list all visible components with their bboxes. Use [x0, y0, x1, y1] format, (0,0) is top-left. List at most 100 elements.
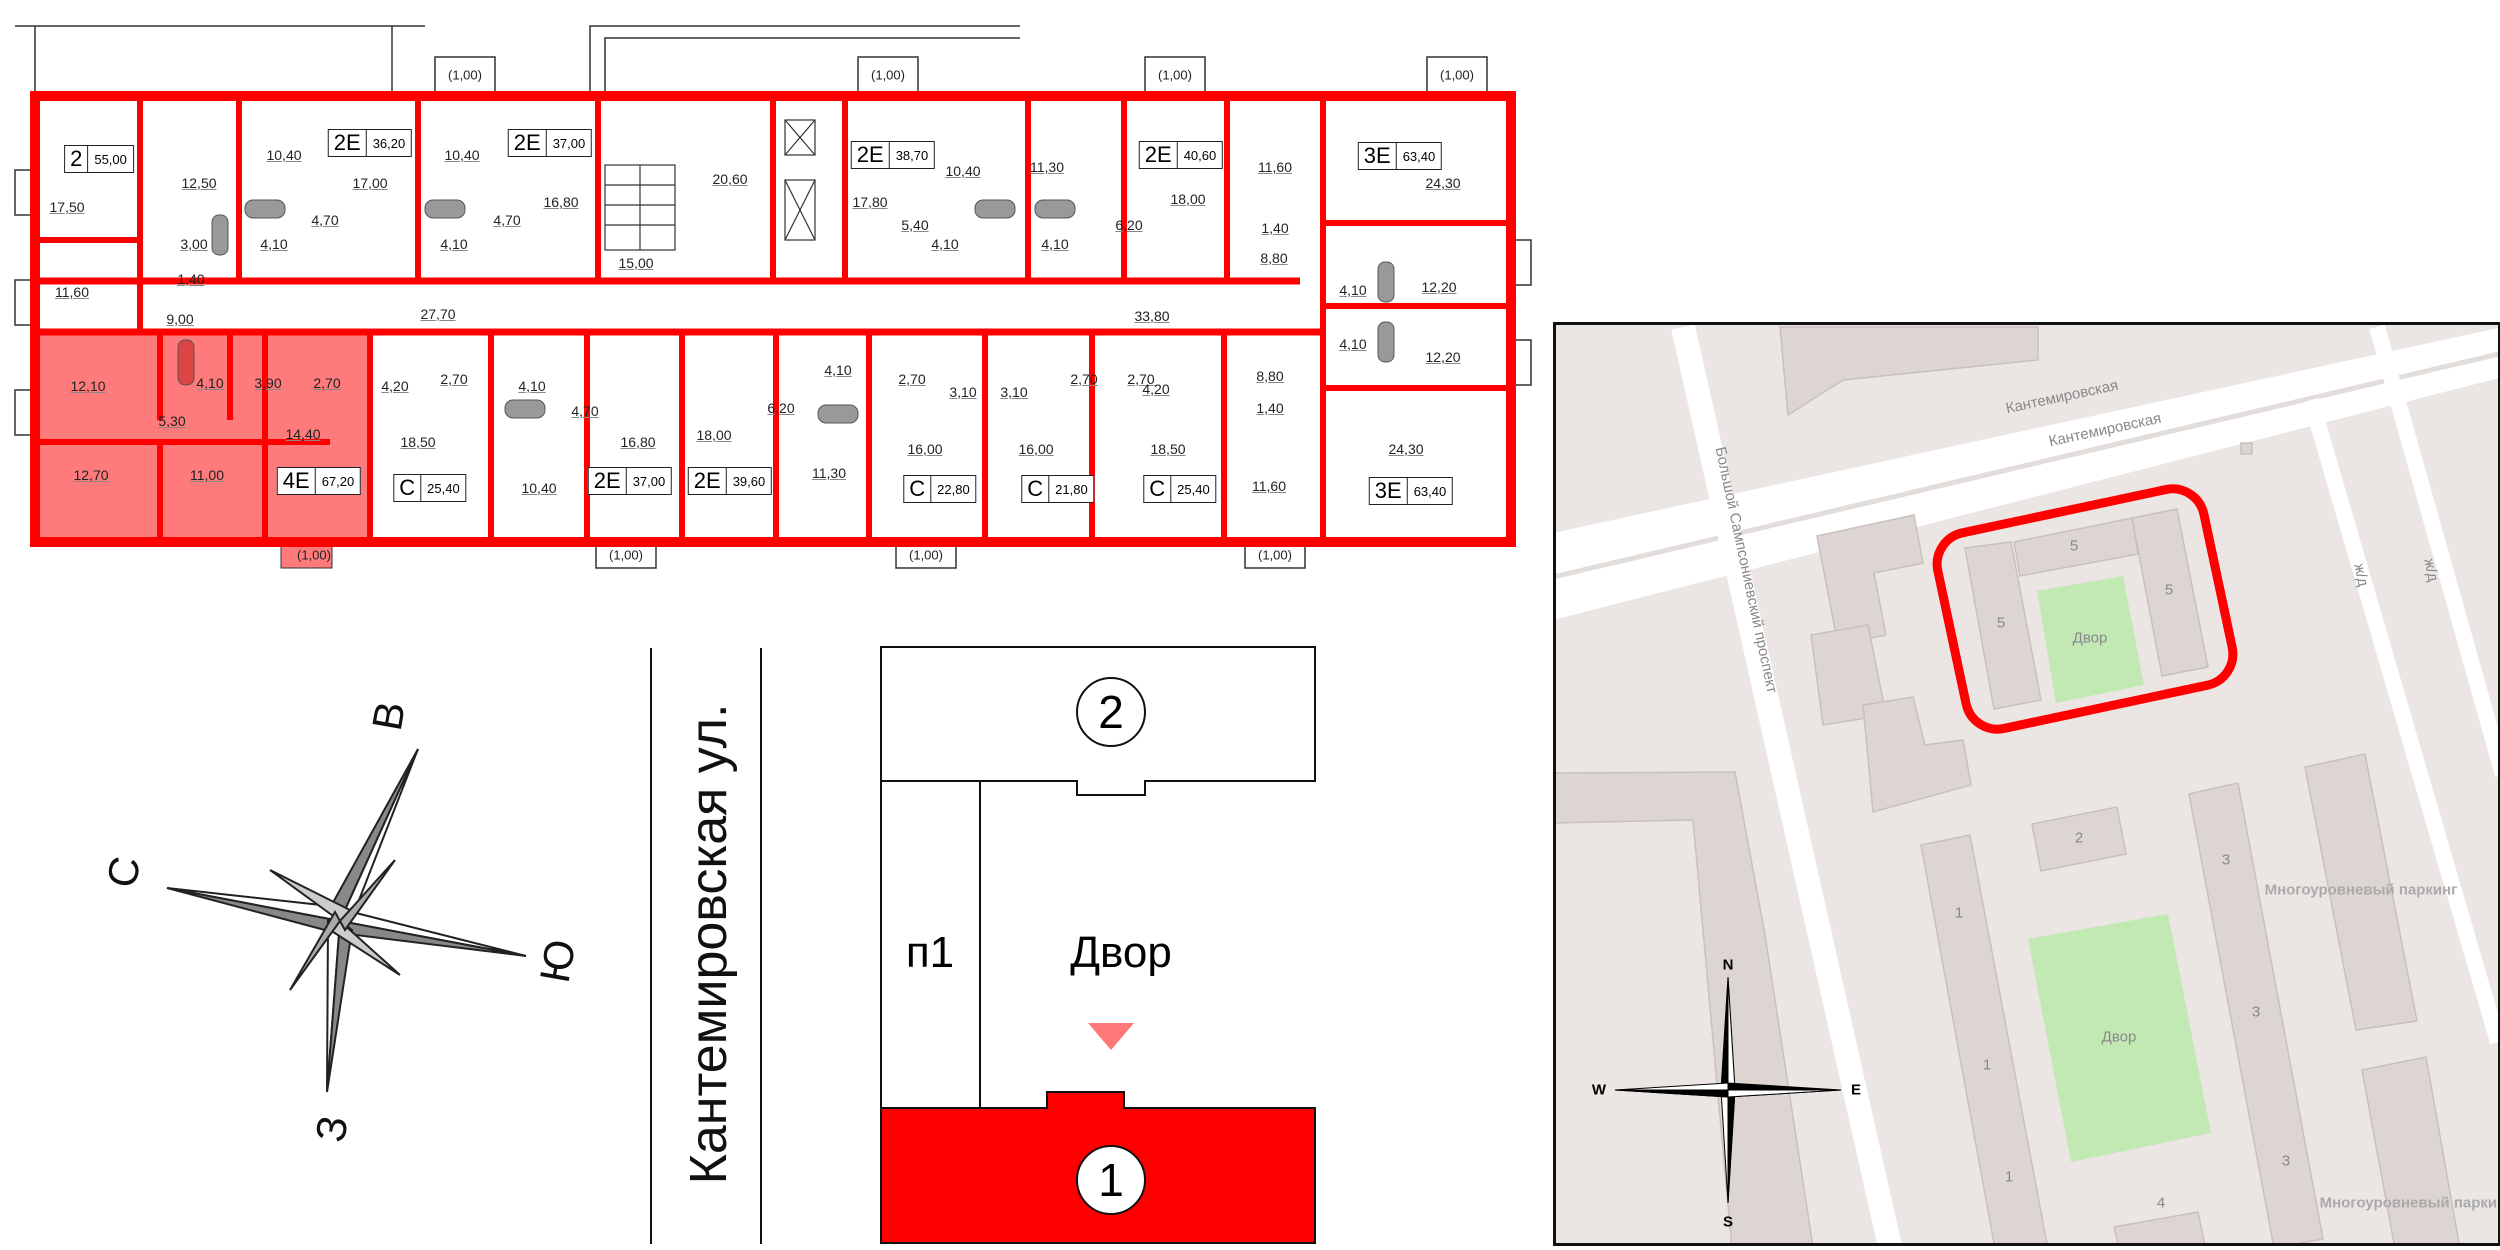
building-number-label: 5 [1996, 614, 2006, 632]
room-area-label: 4,10 [1339, 282, 1367, 298]
room-area-label: 12,70 [73, 467, 109, 483]
room-area-label: 18,50 [1150, 441, 1186, 457]
room-area-label: 20,60 [712, 171, 748, 187]
balcony-area-label: (1,00) [1258, 547, 1292, 563]
street-line-right [760, 648, 762, 1244]
apartment-type: 2E [689, 468, 727, 494]
apartment-area: 25,40 [1177, 481, 1210, 497]
apartment-type: C [1144, 476, 1172, 502]
room-area-label: 2,70 [898, 371, 926, 387]
apartment-badge[interactable]: 2E 38,70 [850, 141, 936, 169]
apartment-area: 39,60 [732, 473, 766, 489]
balcony-outlines [14, 56, 1532, 569]
room-area-label: 4,10 [260, 236, 288, 252]
building-number-label: 3 [2221, 851, 2231, 869]
room-area-label: 1,40 [177, 271, 205, 287]
apartment-type: 3E [1370, 478, 1408, 504]
apartment-type: C [904, 476, 932, 502]
room-area-label: 5,30 [158, 413, 186, 429]
room-area-label: 10,40 [945, 163, 981, 179]
room-area-label: 5,40 [901, 217, 929, 233]
apartment-badge[interactable]: 2E 39,60 [687, 467, 773, 495]
apartment-area: 22,80 [937, 481, 970, 497]
railway-1 [2303, 397, 2498, 1045]
compass-south-label: Ю [530, 935, 585, 986]
target-building-highlight [1932, 484, 2238, 734]
room-area-label: 4,10 [440, 236, 468, 252]
apartment-type: 2E [329, 130, 367, 156]
compass-rose-icon [166, 748, 527, 1093]
building-number-label: 1 [1954, 904, 1964, 922]
room-area-label: 11,60 [55, 284, 89, 300]
building-number-label: 1 [1982, 1056, 1992, 1074]
room-area-label: 8,80 [1260, 250, 1288, 266]
balcony-area-label: (1,00) [448, 67, 482, 83]
apartment-badge[interactable]: C 25,40 [1143, 475, 1217, 503]
building-number-label: 4 [2156, 1194, 2166, 1212]
kantemirovskaya-road [1556, 328, 2498, 620]
room-area-label: 24,30 [1388, 441, 1424, 457]
apartment-badge[interactable]: 3E 63,40 [1368, 477, 1454, 505]
room-area-label: 3,10 [949, 384, 977, 400]
apartment-type: 2E [589, 468, 627, 494]
room-area-label: 2,70 [1070, 371, 1098, 387]
apartment-badge[interactable]: 3E 63,40 [1357, 142, 1443, 170]
balcony-area-label: (1,00) [297, 547, 331, 563]
building-number-label: 3 [2281, 1152, 2291, 1170]
yard-label: Двор [2072, 629, 2108, 647]
parking-label: Многоуровневый паркинг [2319, 1194, 2500, 1212]
apartment-area: 63,40 [1402, 148, 1436, 164]
compass-n-label: N [1722, 956, 1734, 974]
room-area-label: 2,70 [1127, 371, 1155, 387]
apartment-area: 38,70 [895, 147, 929, 163]
building-number-label: 1 [2004, 1168, 2014, 1186]
room-area-label: 15,00 [618, 255, 654, 271]
apartment-type: 3E [1359, 143, 1397, 169]
room-area-label: 12,10 [70, 378, 106, 394]
building-1-circle [1076, 1145, 1146, 1215]
apartment-badge[interactable]: C 22,80 [903, 475, 977, 503]
room-area-label: 4,10 [931, 236, 959, 252]
highlighted-apartment[interactable] [35, 332, 368, 542]
compass-s-label: S [1722, 1213, 1734, 1231]
room-area-label: 18,50 [400, 434, 436, 450]
room-area-label: 4,20 [1142, 381, 1170, 397]
yard-green-1 [2037, 576, 2144, 703]
apartment-area: 21,80 [1055, 481, 1088, 497]
yard-label: Двор [1070, 928, 1172, 977]
balcony-area-label: (1,00) [1158, 67, 1192, 83]
apartment-area: 67,20 [321, 473, 355, 489]
room-area-label: 4,10 [824, 362, 852, 378]
building-number-label: 2 [2074, 829, 2084, 847]
apartment-type: 2 [65, 146, 89, 172]
room-area-label: 16,00 [1018, 441, 1054, 457]
apartment-area: 63,40 [1413, 483, 1447, 499]
room-area-label: 11,60 [1252, 478, 1286, 494]
building-number-label: 5 [2069, 537, 2079, 555]
room-area-label: 12,50 [181, 175, 217, 191]
parking-label: Многоуровневый паркинг [2264, 881, 2458, 899]
room-area-label: 8,80 [1256, 368, 1284, 384]
apartment-type: 2E [852, 142, 890, 168]
room-area-label: 14,40 [285, 426, 321, 442]
room-area-label: 12,20 [1421, 279, 1457, 295]
room-area-label: 2,70 [313, 375, 341, 391]
walls [30, 91, 1516, 547]
room-area-label: 9,00 [166, 311, 194, 327]
apartment-type: C [394, 475, 422, 501]
room-area-label: 4,10 [518, 378, 546, 394]
room-area-label: 4,70 [571, 403, 599, 419]
balcony-area-label: (1,00) [609, 547, 643, 563]
room-area-label: 16,80 [543, 194, 579, 210]
room-area-label: 4,70 [493, 212, 521, 228]
room-area-label: 1,40 [1256, 400, 1284, 416]
